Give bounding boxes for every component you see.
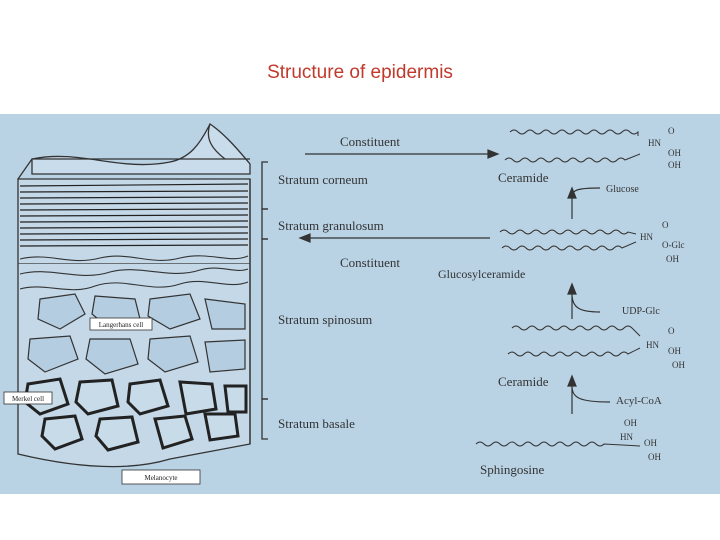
layer-label-spinosum: Stratum spinosum: [278, 312, 372, 327]
layer-label-basale: Stratum basale: [278, 416, 355, 431]
udp-glc-arrow: [567, 282, 601, 319]
melanocyte-label: Melanocyte: [121, 469, 201, 485]
langerhans-cell-label: Langerhans cell: [89, 317, 153, 331]
constituent-label-top: Constituent: [340, 134, 400, 149]
acyl-coa-arrow: [567, 374, 611, 414]
glucosylceramide-label: Glucosylceramide: [438, 267, 525, 281]
svg-text:O: O: [668, 126, 675, 136]
layer-label-corneum: Stratum corneum: [278, 172, 368, 187]
svg-text:OH: OH: [672, 360, 685, 370]
sphingosine-label: Sphingosine: [480, 462, 545, 477]
svg-text:OH: OH: [666, 254, 679, 264]
svg-text:OH: OH: [644, 438, 657, 448]
svg-text:Melanocyte: Melanocyte: [144, 474, 177, 482]
svg-text:Merkel cell: Merkel cell: [12, 395, 44, 403]
ceramide-headgroup-mid: O HN OH OH: [646, 326, 685, 370]
stratum-corneum-layers: [19, 183, 249, 247]
sphingosine-chain: [475, 441, 641, 447]
svg-text:OH: OH: [668, 148, 681, 158]
svg-text:O: O: [668, 326, 675, 336]
epidermis-figure: Langerhans cell Merkel cell Melanocyte S…: [0, 114, 720, 494]
merkel-cell-label: Merkel cell: [3, 391, 53, 405]
slide-title: Structure of epidermis: [267, 62, 453, 83]
stratum-spinosum-cells: [27, 293, 246, 375]
ceramide-headgroup-top: O HN OH OH: [648, 126, 681, 170]
svg-text:HN: HN: [640, 232, 653, 242]
sphingosine-headgroup: OH HN OH OH: [620, 418, 661, 462]
layer-brackets: [261, 161, 268, 440]
svg-text:OH: OH: [624, 418, 637, 428]
udp-glc-label: UDP-Glc: [622, 306, 660, 317]
svg-text:HN: HN: [646, 340, 659, 350]
svg-text:O-Glc: O-Glc: [662, 240, 685, 250]
acyl-coa-label: Acyl-CoA: [616, 395, 662, 407]
ceramide-label-mid: Ceramide: [498, 374, 549, 389]
svg-text:OH: OH: [648, 452, 661, 462]
epidermis-diagram: Langerhans cell Merkel cell Melanocyte S…: [0, 114, 720, 494]
svg-text:OH: OH: [668, 346, 681, 356]
glucose-arrow: [567, 186, 601, 219]
svg-text:Langerhans cell: Langerhans cell: [99, 321, 144, 329]
glucosylceramide-chains: [499, 229, 637, 251]
layer-label-granulosum: Stratum granulosum: [278, 218, 384, 233]
glucosylceramide-headgroup: O HN O-Glc OH: [640, 220, 685, 264]
ceramide-chains-top: [504, 129, 641, 163]
arrow-from-glucosylceramide: [298, 233, 490, 243]
stratum-granulosum-cells: [19, 255, 249, 291]
arrow-to-ceramide-top: [305, 149, 500, 159]
svg-text:HN: HN: [648, 138, 661, 148]
svg-text:HN: HN: [620, 432, 633, 442]
stratum-basale-cells: [23, 377, 248, 452]
constituent-label-mid: Constituent: [340, 255, 400, 270]
ceramide-label-top: Ceramide: [498, 170, 549, 185]
ceramide-chains-mid: [507, 325, 641, 357]
svg-text:O: O: [662, 220, 669, 230]
glucose-label: Glucose: [606, 184, 639, 195]
svg-text:OH: OH: [668, 160, 681, 170]
